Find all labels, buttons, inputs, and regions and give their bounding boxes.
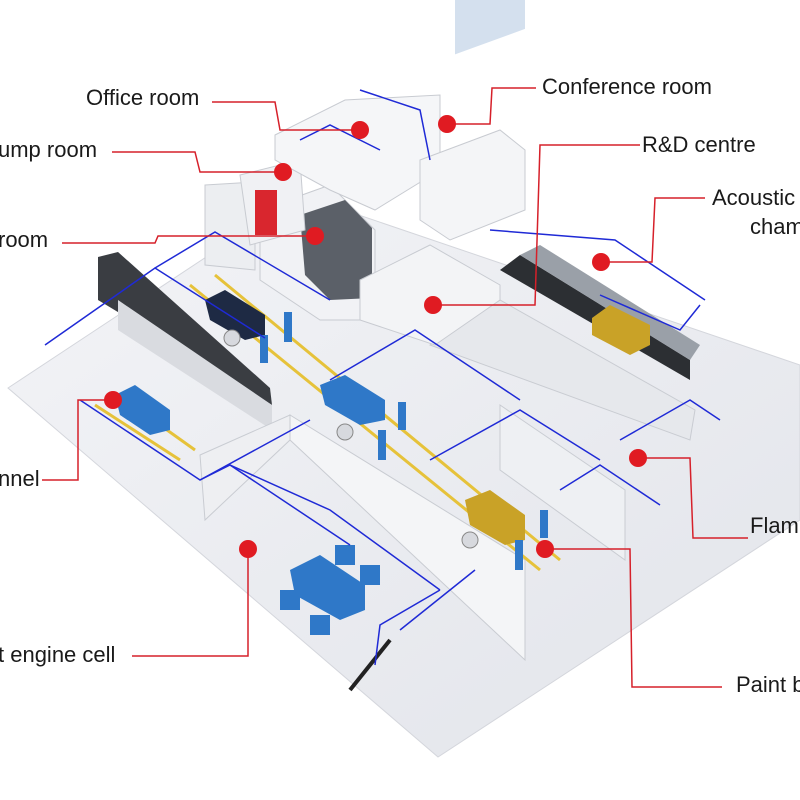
robot-arm-1 <box>223 329 241 347</box>
car-blue-tunnel <box>115 385 170 435</box>
car-gold-paint <box>465 490 525 545</box>
label-pump-room: ump room <box>0 137 97 162</box>
rd-centre-box <box>359 244 501 346</box>
tunnel-dark-wall <box>98 252 272 405</box>
label-acoustic-line1: Acoustic <box>712 185 795 210</box>
leader-engine-cell <box>132 549 249 657</box>
car-blue-engine <box>290 555 365 620</box>
label-room: room <box>0 227 48 252</box>
car-blue-mid <box>320 375 385 425</box>
red-pump <box>255 190 277 235</box>
label-acoustic-line2: cham <box>750 214 800 239</box>
blue-post-3 <box>398 402 406 430</box>
leader-flam <box>638 457 748 539</box>
acoustic-rail <box>520 245 700 360</box>
marker-paint <box>536 540 554 558</box>
engine-cell-unit-2 <box>310 615 330 635</box>
label-office-room: Office room <box>86 85 199 110</box>
blue-post-4 <box>378 430 386 460</box>
leader-conference-room <box>447 87 536 125</box>
robot-arm-2 <box>336 423 354 441</box>
acoustic-car <box>592 305 650 355</box>
label-conference-room: Conference room <box>542 74 712 99</box>
robot-arm-3 <box>461 531 479 549</box>
marker-office-room <box>351 121 369 139</box>
engine-cell-unit-3 <box>335 545 355 565</box>
label-rd-centre: R&D centre <box>642 132 756 157</box>
marker-conference-room <box>438 115 456 133</box>
rd-panel-row <box>455 0 525 55</box>
engine-cell-unit-1 <box>280 590 300 610</box>
engine-cell-rail <box>348 638 392 692</box>
conference-room-box <box>419 129 526 241</box>
blue-post-6 <box>515 540 523 570</box>
server-racks <box>300 200 372 300</box>
leader-acoustic <box>601 197 705 263</box>
blue-post-1 <box>284 312 292 342</box>
marker-acoustic <box>592 253 610 271</box>
marker-rd-centre <box>424 296 442 314</box>
leader-tunnel <box>42 399 113 481</box>
marker-flam <box>629 449 647 467</box>
track-bottom-left <box>94 403 181 462</box>
label-tunnel: nnel <box>0 466 40 491</box>
leader-paint <box>545 548 722 688</box>
marker-room <box>306 227 324 245</box>
leader-room <box>62 235 315 244</box>
tunnel-wall-face <box>118 300 272 430</box>
right-divider-wall <box>499 404 626 561</box>
marker-tunnel <box>104 391 122 409</box>
marker-pump-room <box>274 163 292 181</box>
leader-rd-centre <box>433 144 640 306</box>
label-paint: Paint b <box>736 672 800 697</box>
label-flam: Flam <box>750 513 799 538</box>
marker-engine-cell <box>239 540 257 558</box>
engine-cell-unit-4 <box>360 565 380 585</box>
blue-post-2 <box>260 335 268 363</box>
blue-wiring <box>44 89 721 666</box>
leader-office-room <box>212 101 360 131</box>
car-dark-top <box>205 290 265 340</box>
label-engine-cell: t engine cell <box>0 642 115 667</box>
blue-post-5 <box>540 510 548 538</box>
leader-pump-room <box>112 151 283 173</box>
